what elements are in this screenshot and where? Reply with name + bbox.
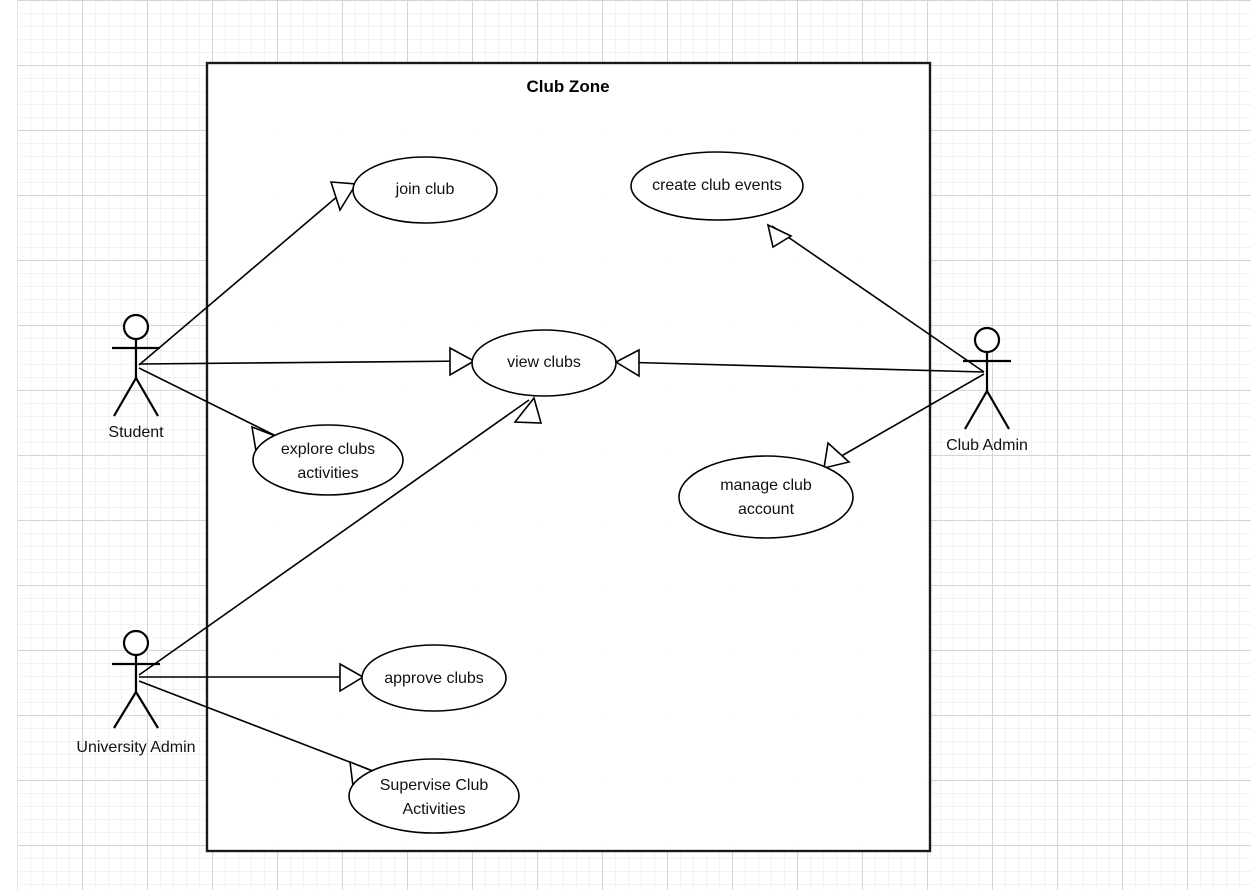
- actor-leg-right-icon: [135, 377, 159, 417]
- system-boundary-title: Club Zone: [526, 77, 609, 96]
- association-line: [771, 225, 985, 373]
- use-case-ellipse: [352, 156, 498, 224]
- association-line: [616, 361, 985, 373]
- actor-head-icon: [973, 326, 1001, 354]
- association-line: [138, 680, 374, 772]
- actor-leg-left-icon: [964, 390, 988, 430]
- hollow-triangle-arrowhead-icon: [339, 662, 365, 693]
- association-line: [138, 399, 530, 676]
- actor-leg-right-icon: [135, 691, 159, 729]
- use-case-view-clubs[interactable]: view clubs: [471, 329, 617, 397]
- association-line: [138, 367, 277, 437]
- use-case-label-line2: Activities: [402, 801, 465, 818]
- use-case-label-line1: manage club: [720, 477, 812, 494]
- actor-leg-left-icon: [113, 691, 137, 729]
- association-student-view-clubs[interactable]: [138, 346, 476, 377]
- association-club-admin-view-clubs[interactable]: [614, 348, 985, 378]
- use-case-explore-clubs-activities[interactable]: explore clubs activities: [252, 424, 404, 496]
- hollow-triangle-arrowhead-icon: [449, 346, 476, 377]
- actor-label: Student: [108, 424, 164, 441]
- association-club-admin-create-club-events[interactable]: [766, 223, 985, 373]
- actor-university-admin[interactable]: University Admin: [76, 629, 196, 756]
- use-case-ellipse: [361, 644, 507, 712]
- use-case-ellipse: [348, 758, 520, 834]
- actor-head-icon: [122, 313, 150, 341]
- use-case-ellipse: [471, 329, 617, 397]
- actor-leg-right-icon: [986, 390, 1010, 430]
- hollow-triangle-arrowhead-icon: [614, 348, 640, 378]
- use-case-label-line2: activities: [297, 465, 358, 482]
- actor-label: University Admin: [76, 739, 195, 756]
- use-case-label: approve clubs: [384, 670, 484, 687]
- use-case-ellipse: [678, 455, 854, 539]
- use-case-ellipse: [252, 424, 404, 496]
- use-case-label-line2: account: [738, 501, 795, 518]
- hollow-triangle-arrowhead-icon: [766, 223, 793, 249]
- association-line: [138, 360, 473, 365]
- use-case-ellipse: [630, 151, 804, 221]
- use-case-join-club[interactable]: join club: [352, 156, 498, 224]
- actor-club-admin[interactable]: Club Admin: [946, 326, 1028, 454]
- hollow-triangle-arrowhead-icon: [513, 396, 543, 424]
- use-case-create-club-events[interactable]: create club events: [630, 151, 804, 221]
- left-margin-strip: [0, 0, 18, 890]
- use-case-label-line1: explore clubs: [281, 441, 375, 458]
- actor-head-icon: [122, 629, 150, 657]
- use-case-approve-clubs[interactable]: approve clubs: [361, 644, 507, 712]
- actor-leg-left-icon: [113, 377, 137, 417]
- association-club-admin-manage-club-account[interactable]: [823, 373, 985, 470]
- use-case-label: view clubs: [507, 354, 581, 371]
- use-case-label: join club: [395, 181, 455, 198]
- use-case-label-line1: Supervise Club: [380, 777, 489, 794]
- hollow-triangle-arrowhead-icon: [329, 181, 358, 212]
- use-case-supervise-club-activities[interactable]: Supervise Club Activities: [348, 758, 520, 834]
- association-line: [138, 183, 353, 366]
- association-university-admin-approve-clubs[interactable]: [139, 662, 365, 693]
- actor-student[interactable]: Student: [108, 313, 164, 441]
- association-student-join-club[interactable]: [138, 181, 358, 366]
- association-line: [830, 373, 985, 463]
- actor-label: Club Admin: [946, 437, 1028, 454]
- use-case-manage-club-account[interactable]: manage club account: [678, 455, 854, 539]
- association-university-admin-view-clubs[interactable]: [138, 396, 543, 676]
- hollow-triangle-arrowhead-icon: [823, 441, 851, 470]
- use-case-label: create club events: [652, 177, 782, 194]
